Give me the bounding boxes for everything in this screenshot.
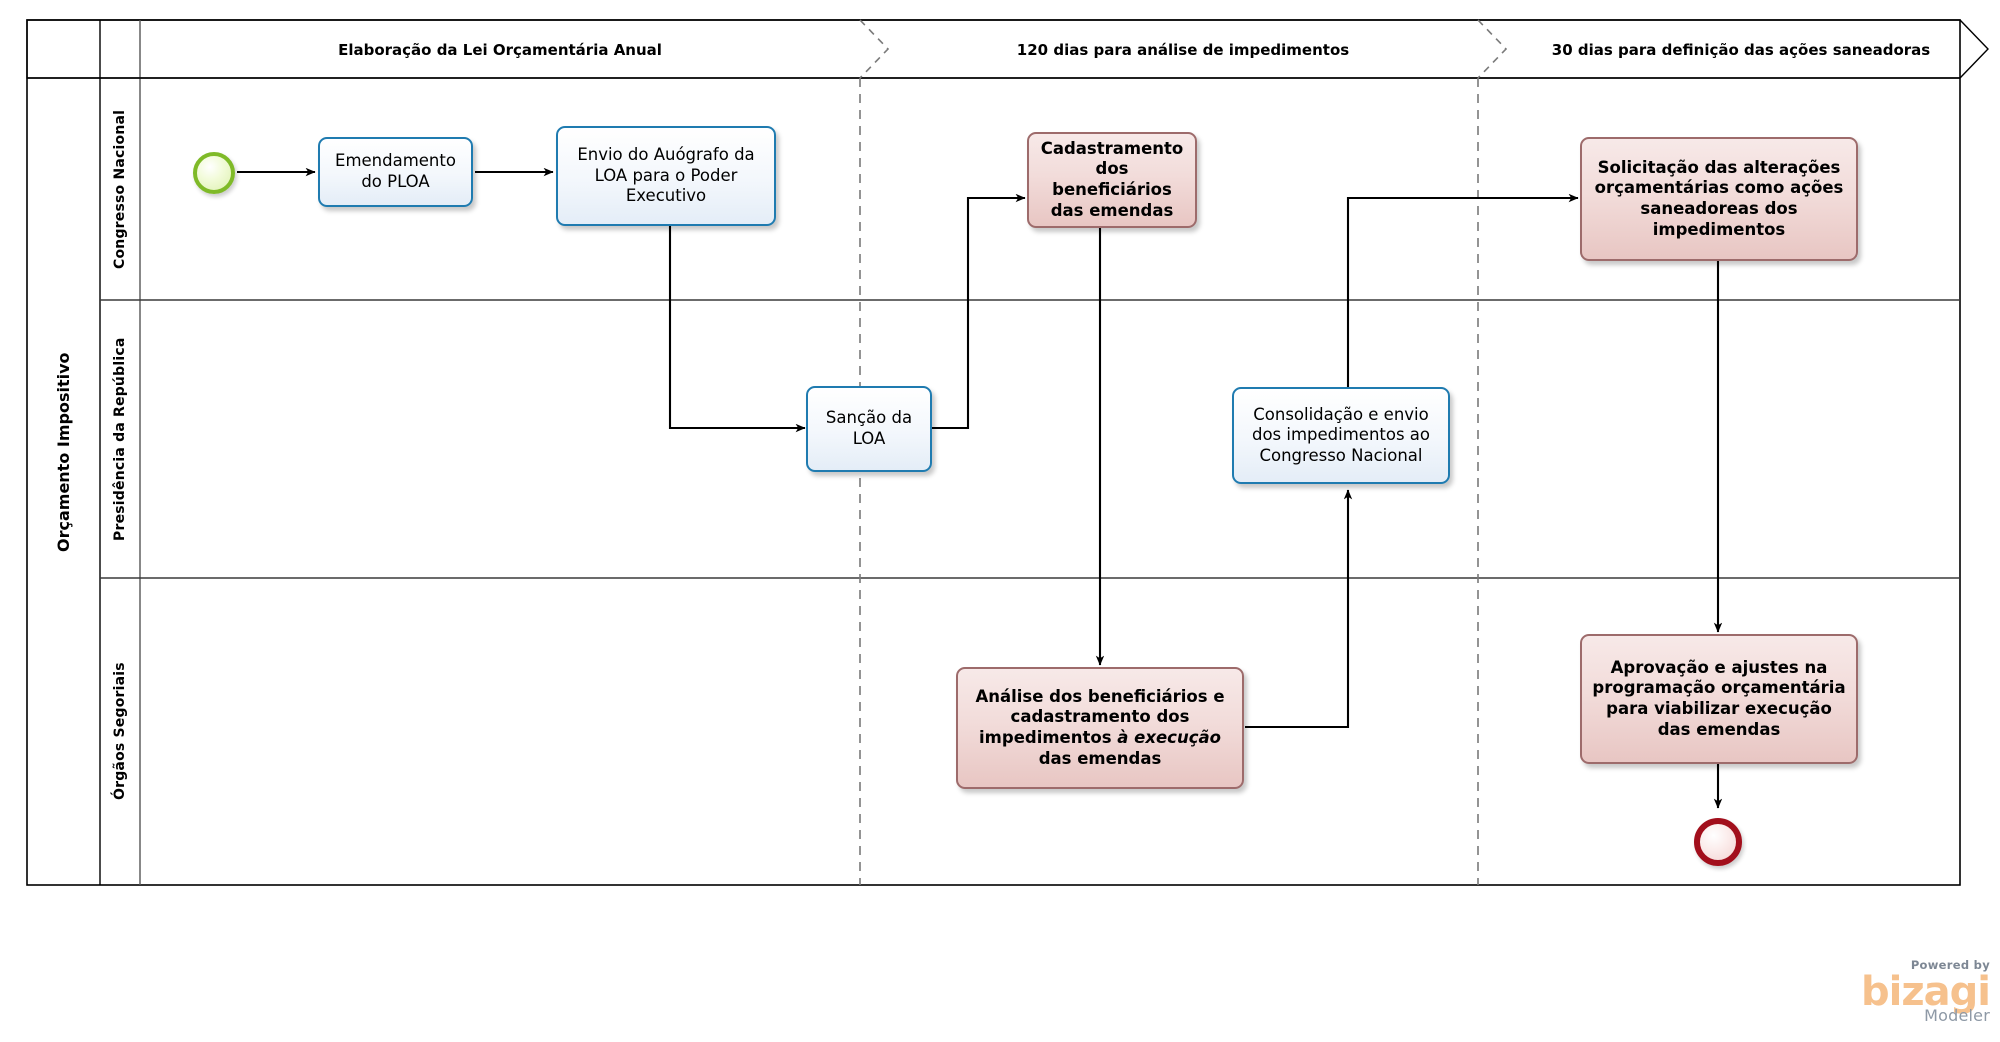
powered-by-label: Powered by bbox=[1910, 958, 1990, 972]
end-event[interactable] bbox=[1694, 818, 1742, 866]
flow-t3-to-t4 bbox=[930, 193, 1026, 430]
phase-divider-1 bbox=[859, 19, 890, 79]
task-envio-autografo-loa[interactable]: Envio do Auógrafo da LOA para o Poder Ex… bbox=[556, 126, 776, 226]
phase-divider-2 bbox=[1477, 19, 1508, 79]
bizagi-logo-text: bizagi bbox=[1861, 968, 1991, 1015]
flow-t2-to-t3 bbox=[668, 225, 806, 433]
task-aprovacao-ajustes-programacao[interactable]: Aprovação e ajustes na programação orçam… bbox=[1580, 634, 1858, 764]
bizagi-edition-label: Modeler bbox=[1924, 1005, 1990, 1025]
task-solicitacao-alteracoes[interactable]: Solicitação das alterações orçamentárias… bbox=[1580, 137, 1858, 261]
task-cadastramento-beneficiarios[interactable]: Cadastramento dos beneficiários das emen… bbox=[1027, 132, 1197, 228]
start-event[interactable] bbox=[193, 152, 235, 194]
label-part-emphasis: à execução bbox=[1117, 728, 1221, 747]
phase-label-1: Elaboração da Lei Orçamentária Anual bbox=[338, 41, 662, 59]
label-part-pre: Análise dos beneficiários e cadastrament… bbox=[975, 686, 1225, 747]
bizagi-branding: Powered by bizagi Modeler bbox=[1840, 958, 1991, 1034]
task-analise-beneficiarios-label: Análise dos beneficiários e cadastrament… bbox=[966, 687, 1234, 770]
label-part-post: das emendas bbox=[1038, 748, 1162, 768]
pool-outline bbox=[26, 19, 1961, 886]
task-emendamento-do-ploa[interactable]: Emendamento do PLOA bbox=[318, 137, 473, 207]
task-consolidacao-envio-impedimentos[interactable]: Consolidação e envio dos impedimentos ao… bbox=[1232, 387, 1450, 484]
phase-label-3: 30 dias para definição das ações saneado… bbox=[1551, 41, 1931, 59]
task-sancao-da-loa[interactable]: Sanção da LOA bbox=[806, 386, 932, 472]
flow-t6-to-t7 bbox=[1346, 193, 1579, 390]
task-analise-beneficiarios[interactable]: Análise dos beneficiários e cadastrament… bbox=[956, 667, 1244, 789]
phase-label-2: 120 dias para análise de impedimentos bbox=[1016, 41, 1350, 59]
flow-t5-to-t6 bbox=[1245, 489, 1353, 729]
